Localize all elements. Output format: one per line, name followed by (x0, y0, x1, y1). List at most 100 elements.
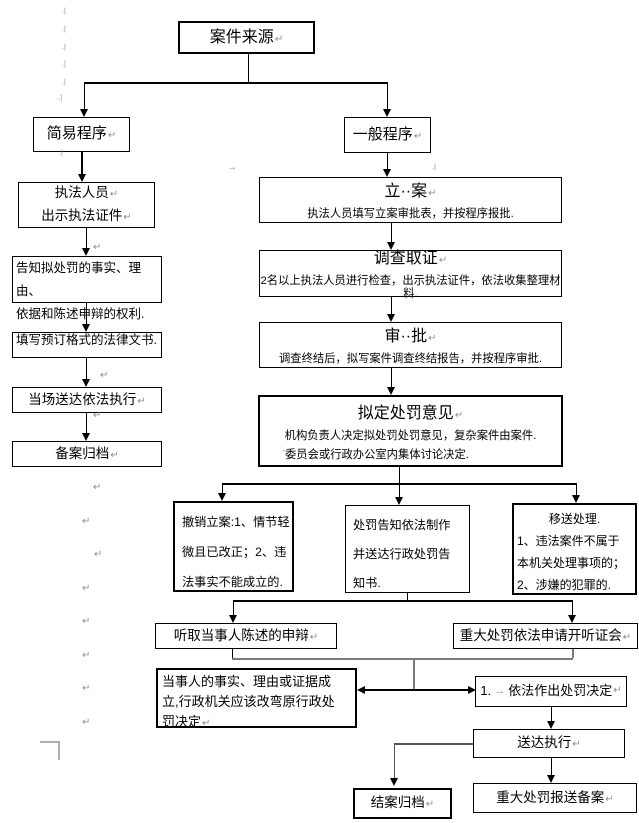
return-mark: ↵ (428, 188, 437, 199)
node-penalty-notice: 处罚告知依法制作 并送达行政处罚告 知书. (345, 505, 470, 593)
connector-line (85, 413, 87, 434)
formatting-mark: → (227, 162, 237, 173)
node-line: 委员会或行政办公室内集体讨论决定. (285, 449, 469, 461)
node-make-decision: 1.→依法作出处罚决定↵ (475, 676, 627, 707)
connector-line (571, 649, 574, 658)
node-line: 处罚告知依法制作 (353, 518, 451, 532)
arrowhead-down (390, 778, 398, 786)
formatting-mark: ↵ (82, 583, 91, 594)
formatting-mark: ↵ (93, 482, 102, 493)
return-mark: ↵ (413, 130, 423, 142)
tab-mark: → (494, 684, 506, 697)
node-close-case: 结案归档↵ (353, 788, 452, 819)
node-line: 机构负责人决定拟处罚处罚意见，复杂案件由案件. (284, 429, 537, 442)
node-law-officer: 执法人员↵ 出示执法证件↵ (18, 182, 155, 228)
node-line: 2、涉嫌的犯罪的. (517, 578, 612, 592)
arrowhead-down (395, 497, 403, 505)
node-line: 出示执法证件↵ (41, 208, 132, 223)
node-line: 罚决定↵ (162, 714, 211, 729)
formatting-mark: · (282, 445, 286, 456)
node-hear-statement: 听取当事人陈述的申辩↵ (155, 623, 337, 649)
formatting-mark: ↵ (82, 683, 91, 694)
arrowhead-down (229, 615, 237, 623)
node-line: 撤销立案:1、情节轻 (182, 515, 290, 529)
connector-line (386, 153, 388, 170)
node-label: 听取当事人陈述的申辩↵ (173, 627, 319, 643)
formatting-mark: ↵ (95, 310, 104, 321)
formatting-mark: ↵ (93, 410, 102, 421)
node-label: 案件来源↵ (209, 28, 284, 46)
node-label: 结案归档↵ (370, 795, 435, 811)
arrowhead-down (82, 379, 90, 387)
return-mark: ↵ (605, 793, 614, 805)
node-party-facts: 当事人的事实、理由或证据成 立,行政机关应该改弯原行政处 罚决定↵ (156, 668, 357, 729)
connector-line (233, 600, 573, 602)
node-label: 重大处罚依法申请开听证会↵ (459, 627, 632, 643)
node-line: 立,行政机关应该改弯原行政处 (162, 694, 335, 709)
connector-line (394, 743, 473, 745)
frame-corner (58, 741, 60, 760)
return-mark: ↵ (110, 449, 119, 461)
node-label: 填写预订格式的法律文书. (16, 333, 157, 347)
connector-line (390, 223, 392, 243)
arrowhead-down (383, 169, 391, 177)
connector-line (232, 657, 573, 660)
formatting-mark: ↵ (82, 650, 91, 661)
arrowhead-down (82, 248, 90, 256)
arrowhead-down (387, 387, 395, 395)
connector-line (222, 483, 577, 485)
node-line: 依据和陈述申辩的权利. (16, 307, 145, 321)
node-general-procedure: 一般程序↵ (344, 117, 431, 153)
node-draft-penalty-opinion: 拟定处罚意见↵ 机构负责人决定拟处罚处罚意见，复杂案件由案件. 委员会或行政办公… (258, 395, 563, 467)
return-mark: ↵ (622, 631, 632, 643)
return-mark: ↵ (613, 685, 622, 697)
node-line: 法事实不能成立的. (182, 575, 283, 589)
formatting-mark: ↵ (93, 242, 102, 253)
node-subtitle: 执法人员填写立案审批表，并按程序报批. (307, 208, 514, 220)
list-number: 1. (480, 683, 492, 699)
arrowhead-right (468, 686, 476, 694)
arrowhead-down (82, 433, 90, 441)
arrowhead-down (547, 775, 555, 783)
return-mark: ↵ (109, 189, 119, 200)
node-line: 当事人的事实、理由或证据成 (162, 674, 332, 689)
connector-line (398, 484, 400, 497)
return-mark: ↵ (202, 718, 211, 729)
node-label: 备案归档↵ (55, 445, 119, 461)
formatting-mark: .| (62, 61, 66, 68)
connector-line (85, 358, 87, 380)
node-title: 立··案↵ (384, 183, 437, 200)
connector-line (390, 368, 392, 388)
formatting-mark: .| (59, 150, 63, 157)
formatting-mark: ↵ (82, 717, 91, 728)
return-mark: ↵ (438, 255, 448, 266)
node-record-filing: 备案归档↵ (12, 441, 162, 467)
node-onsite-delivery: 当场送达依法执行↵ (12, 387, 162, 413)
node-revoke-case: 撤销立案:1、情节轻 微且已改正；2、违 法事实不能成立的. (173, 501, 294, 592)
node-title: 调查取证↵ (373, 250, 448, 267)
connector-line (406, 593, 408, 601)
return-mark: ↵ (572, 739, 581, 751)
arrowhead-down (78, 174, 86, 182)
return-mark: ↵ (454, 409, 464, 421)
node-title: 审··批↵ (384, 328, 437, 345)
connector-line (83, 83, 85, 110)
node-subtitle: 调查终结后，拟写案件调查终结报告，并按程序审批. (279, 353, 542, 365)
node-subtitle: 2名以上执法人员进行检查，出示执法证件，依法收集整理材料. (260, 275, 561, 300)
connector-line (231, 649, 233, 659)
arrowhead-down (383, 109, 391, 117)
connector-line (81, 152, 83, 175)
node-line: 本机关处理事项的； (517, 556, 626, 570)
node-case-source: 案件来源↵ (178, 21, 315, 54)
connector-line (85, 303, 87, 325)
node-label: 简易程序↵ (46, 125, 117, 143)
double-arrow-line (364, 689, 469, 691)
node-transfer-handling: 移送处理. 1、违法案件不属于 本机关处理事项的； 2、涉嫌的犯罪的. (512, 503, 637, 595)
connector-line (550, 758, 552, 775)
arrowhead-down (218, 493, 226, 501)
node-line: 1、违法案件不属于 (517, 534, 620, 548)
formatting-mark: .| (432, 164, 436, 171)
return-mark: ↵ (107, 130, 117, 142)
connector-line (232, 601, 234, 615)
connector-line (386, 83, 388, 110)
